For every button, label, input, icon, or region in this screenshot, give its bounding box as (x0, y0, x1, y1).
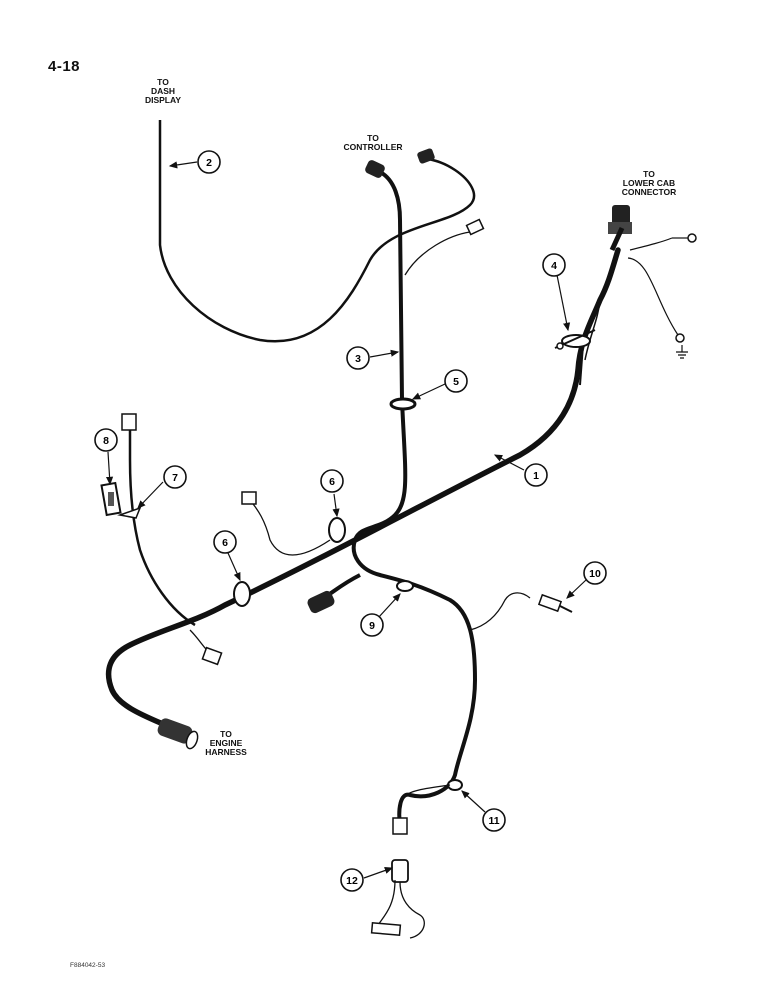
main-harness-1 (105, 247, 621, 731)
callout-12: 12 (340, 868, 364, 892)
svg-text:1: 1 (533, 470, 539, 482)
svg-text:6: 6 (329, 476, 335, 488)
clamp-4 (554, 329, 596, 350)
callout-6-upper: 6 (320, 469, 344, 493)
clamp-11 (447, 779, 463, 791)
harness-3 (351, 170, 478, 827)
svg-text:2: 2 (206, 157, 212, 169)
connector-12 (370, 859, 425, 939)
callout-1: 1 (524, 463, 548, 487)
svg-text:6: 6 (222, 537, 228, 549)
svg-text:11: 11 (488, 815, 499, 827)
callout-3: 3 (346, 346, 370, 370)
callout-5: 5 (444, 369, 468, 393)
lower-cab-connector (608, 205, 632, 252)
page-number: 4-18 (48, 58, 81, 75)
sensor-10 (537, 593, 573, 613)
harness-2 (158, 120, 476, 343)
svg-text:8: 8 (103, 435, 109, 447)
callout-2: 2 (197, 150, 221, 174)
grommet-5 (389, 397, 417, 411)
callout-7: 7 (163, 465, 187, 489)
callout-leaders (105, 161, 587, 879)
clamp-6-lower (233, 581, 251, 607)
callout-4: 4 (542, 253, 566, 277)
clamp-9 (396, 580, 414, 592)
figure-code: F884042-53 (70, 962, 106, 969)
bracket-8 (100, 481, 122, 517)
svg-text:10: 10 (589, 568, 601, 580)
svg-text:7: 7 (172, 472, 178, 484)
engine-harness-connector (157, 718, 199, 750)
callout-6-lower: 6 (213, 530, 237, 554)
callout-8: 8 (94, 428, 118, 452)
callout-10: 10 (583, 561, 607, 585)
clip-7 (117, 506, 142, 519)
svg-text:5: 5 (453, 376, 459, 388)
svg-text:9: 9 (369, 620, 375, 632)
svg-text:4: 4 (551, 260, 557, 272)
callout-9: 9 (360, 613, 384, 637)
callout-11: 11 (482, 808, 506, 832)
clamp-6-upper (328, 517, 346, 543)
svg-text:3: 3 (355, 353, 361, 365)
svg-text:12: 12 (346, 875, 358, 887)
